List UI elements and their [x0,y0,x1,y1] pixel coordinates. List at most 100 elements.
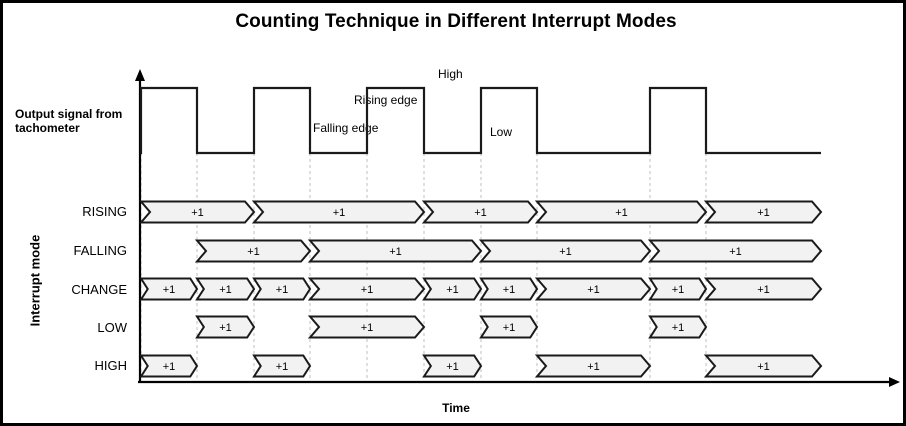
counter-chevron: +1 [194,239,312,263]
counter-increment-label: +1 [276,361,289,373]
counter-increment-label: +1 [163,284,176,296]
chevron-shape [194,239,312,263]
chevron-shape [195,315,256,339]
counter-increment-label: +1 [757,284,770,296]
chevron-shape [307,277,426,301]
counter-chevron: +1 [703,200,823,224]
time-axis-arrowhead [889,377,900,387]
counter-chevron: +1 [139,354,199,378]
chevron-shape [251,200,426,224]
counter-increment-label: +1 [446,284,459,296]
counter-increment-label: +1 [503,284,516,296]
counter-increment-label: +1 [219,322,232,334]
counter-increment-label: +1 [672,284,685,296]
annotation-low: Low [490,125,513,139]
counter-chevron: +1 [479,277,539,301]
chevron-shape [139,277,199,301]
chevron-shape [703,354,823,378]
mode-label-falling: FALLING [73,243,127,258]
gridlines-group [140,153,707,378]
counter-chevron: +1 [648,277,708,301]
waveform-plot: +1+1+1+1+1+1+1+1+1+1+1+1+1+1+1+1+1+1+1+1… [135,69,900,387]
counter-row-rising: +1 +1 +1 +1 +1 [138,200,823,224]
chevron-shape [648,277,708,301]
counter-chevron: +1 [647,239,823,263]
chevron-shape [478,239,652,263]
counter-chevron: +1 [478,239,652,263]
counter-increment-label: +1 [474,207,487,219]
chevron-shape [138,200,256,224]
counter-increment-label: +1 [587,284,600,296]
counter-increment-label: +1 [219,284,232,296]
counter-increment-label: +1 [757,207,770,219]
chevron-shape [534,354,652,378]
chevron-shape [307,239,483,263]
chevron-shape [534,277,652,301]
counter-chevron: +1 [251,200,426,224]
counter-chevron: +1 [252,354,312,378]
counter-increment-label: +1 [333,207,346,219]
chevron-shape [703,277,823,301]
counter-chevron: +1 [138,200,256,224]
counter-chevron: +1 [421,200,539,224]
counter-increment-label: +1 [361,284,374,296]
counter-increment-label: +1 [729,246,742,258]
counter-chevron: +1 [703,354,823,378]
counter-chevron: +1 [195,315,256,339]
counter-increment-label: +1 [757,361,770,373]
counter-increment-label: +1 [587,361,600,373]
mode-label-change: CHANGE [71,282,127,297]
counter-chevron: +1 [479,315,539,339]
chevron-shape [648,315,708,339]
chevron-shape [252,354,312,378]
counter-row-falling: +1 +1 +1 +1 [194,239,823,263]
counter-increment-label: +1 [389,246,402,258]
annotation-falling-edge: Falling edge [313,121,379,135]
chevron-shape [647,239,823,263]
mode-label-low: LOW [97,320,127,335]
counter-chevron: +1 [422,354,483,378]
counter-chevron: +1 [195,277,256,301]
output-signal-label: Output signal from tachometer [15,107,123,135]
mode-label-rising: RISING [82,204,127,219]
signal-waveform-path [139,86,821,155]
chevron-shape [195,277,256,301]
counter-row-change: +1 +1 +1 +1 +1 +1 +1 +1 +1 [139,277,823,301]
annotation-high: High [438,67,463,81]
counter-chevron: +1 [252,277,312,301]
counter-increment-label: +1 [361,322,374,334]
counter-chevron: +1 [307,315,426,339]
counter-chevron: +1 [703,277,823,301]
counter-increment-label: +1 [615,207,628,219]
counter-chevron: +1 [534,277,652,301]
counter-increment-label: +1 [503,322,516,334]
chevron-shape [422,354,483,378]
counter-chevron: +1 [648,315,708,339]
mode-label-high: HIGH [94,358,128,373]
counter-chevron: +1 [422,277,483,301]
axes-group [135,69,900,387]
counter-increment-label: +1 [446,361,459,373]
chevron-shape [139,354,199,378]
time-axis-label: Time [442,401,470,415]
page-title: Counting Technique in Different Interrup… [235,11,677,32]
chevron-shape [421,200,539,224]
counter-row-high: +1 +1 +1 +1 +1 [139,354,823,378]
counter-row-low: +1 +1 +1 +1 [195,315,708,339]
counter-chevron: +1 [534,200,708,224]
counter-increment-label: +1 [247,246,260,258]
chevron-shape [422,277,483,301]
annotation-rising-edge: Rising edge [354,93,418,107]
chevron-shape [703,200,823,224]
signal-waveform [139,86,821,155]
chevron-shape [307,315,426,339]
counter-rows-group: +1+1+1+1+1+1+1+1+1+1+1+1+1+1+1+1+1+1+1+1… [138,200,823,378]
chevron-shape [479,277,539,301]
chevron-shape [479,315,539,339]
counter-increment-label: +1 [276,284,289,296]
counter-increment-label: +1 [672,322,685,334]
chevron-shape [534,200,708,224]
counter-increment-label: +1 [163,361,176,373]
value-axis-arrowhead [135,69,145,81]
